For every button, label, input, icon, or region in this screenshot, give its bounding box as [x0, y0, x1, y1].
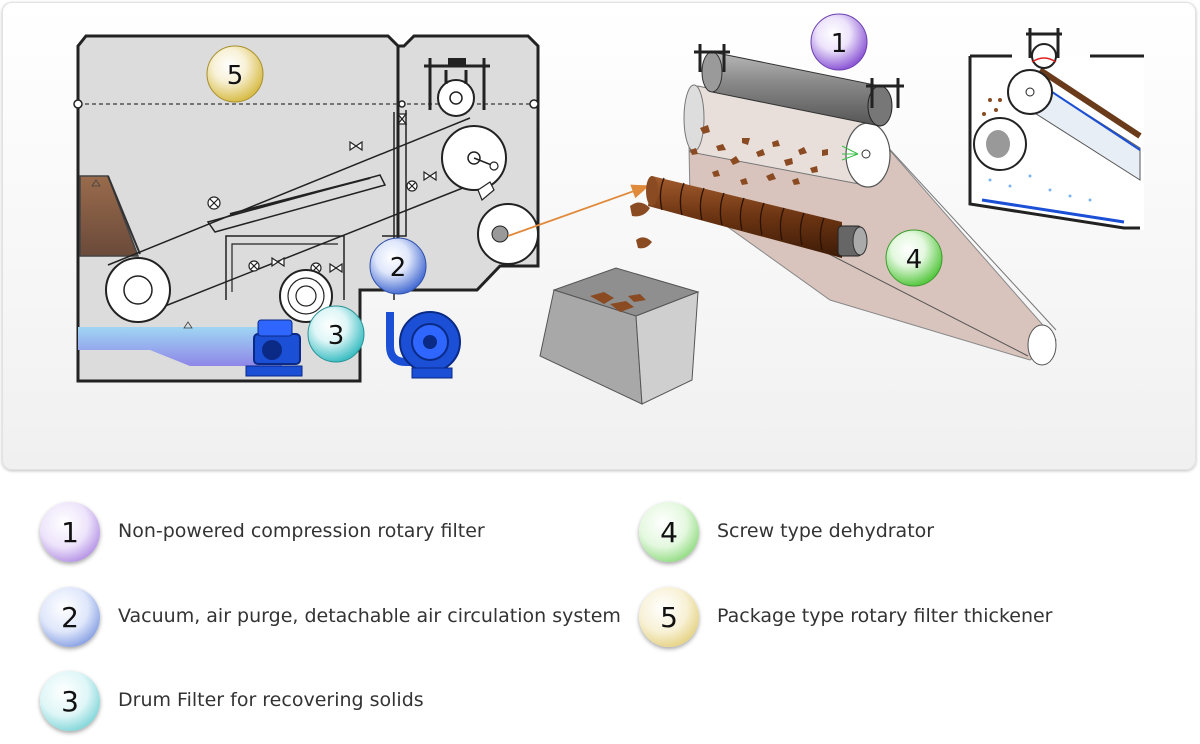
legend-label: Package type rotary filter thickener: [717, 605, 1053, 627]
svg-text:4: 4: [906, 245, 923, 275]
diagram-badge-3: 3: [307, 305, 365, 363]
legend-label: Screw type dehydrator: [717, 520, 935, 542]
legend-label: Vacuum, air purge, detachable air circul…: [118, 605, 621, 627]
inset-detail: [968, 28, 1144, 230]
flow-arrow: [507, 184, 650, 237]
svg-text:5: 5: [227, 61, 244, 91]
legend-label: Drum Filter for recovering solids: [118, 689, 424, 711]
legend-badge-1: 1: [40, 502, 100, 562]
legend-number: 4: [660, 515, 678, 549]
vacuum-pump: [386, 311, 461, 379]
screw-dehydrator: [646, 176, 868, 258]
legend-number: 3: [61, 684, 79, 718]
legend-badge-5: 5: [639, 587, 699, 647]
legend-number: 2: [61, 600, 79, 634]
legend-number: 5: [660, 600, 678, 634]
diagram-badge-5: 5: [206, 45, 264, 103]
svg-text:3: 3: [328, 321, 345, 351]
svg-text:2: 2: [390, 253, 407, 283]
drum-filter-pump: [245, 319, 303, 377]
legend-badge-3: 3: [40, 671, 100, 731]
svg-text:1: 1: [831, 29, 848, 59]
legend-badge-2: 2: [40, 587, 100, 647]
legend-label: Non-powered compression rotary filter: [118, 520, 485, 542]
diagram-badge-4: 4: [885, 229, 943, 287]
legend-badge-4: 4: [639, 502, 699, 562]
process-diagram: 1 2 3 4 5: [73, 13, 1144, 405]
solids-bin: [539, 267, 700, 405]
thickener-machine: [73, 34, 540, 383]
legend-number: 1: [61, 515, 79, 549]
diagram-badge-2: 2: [369, 237, 427, 295]
diagram-badge-1: 1: [810, 13, 868, 71]
